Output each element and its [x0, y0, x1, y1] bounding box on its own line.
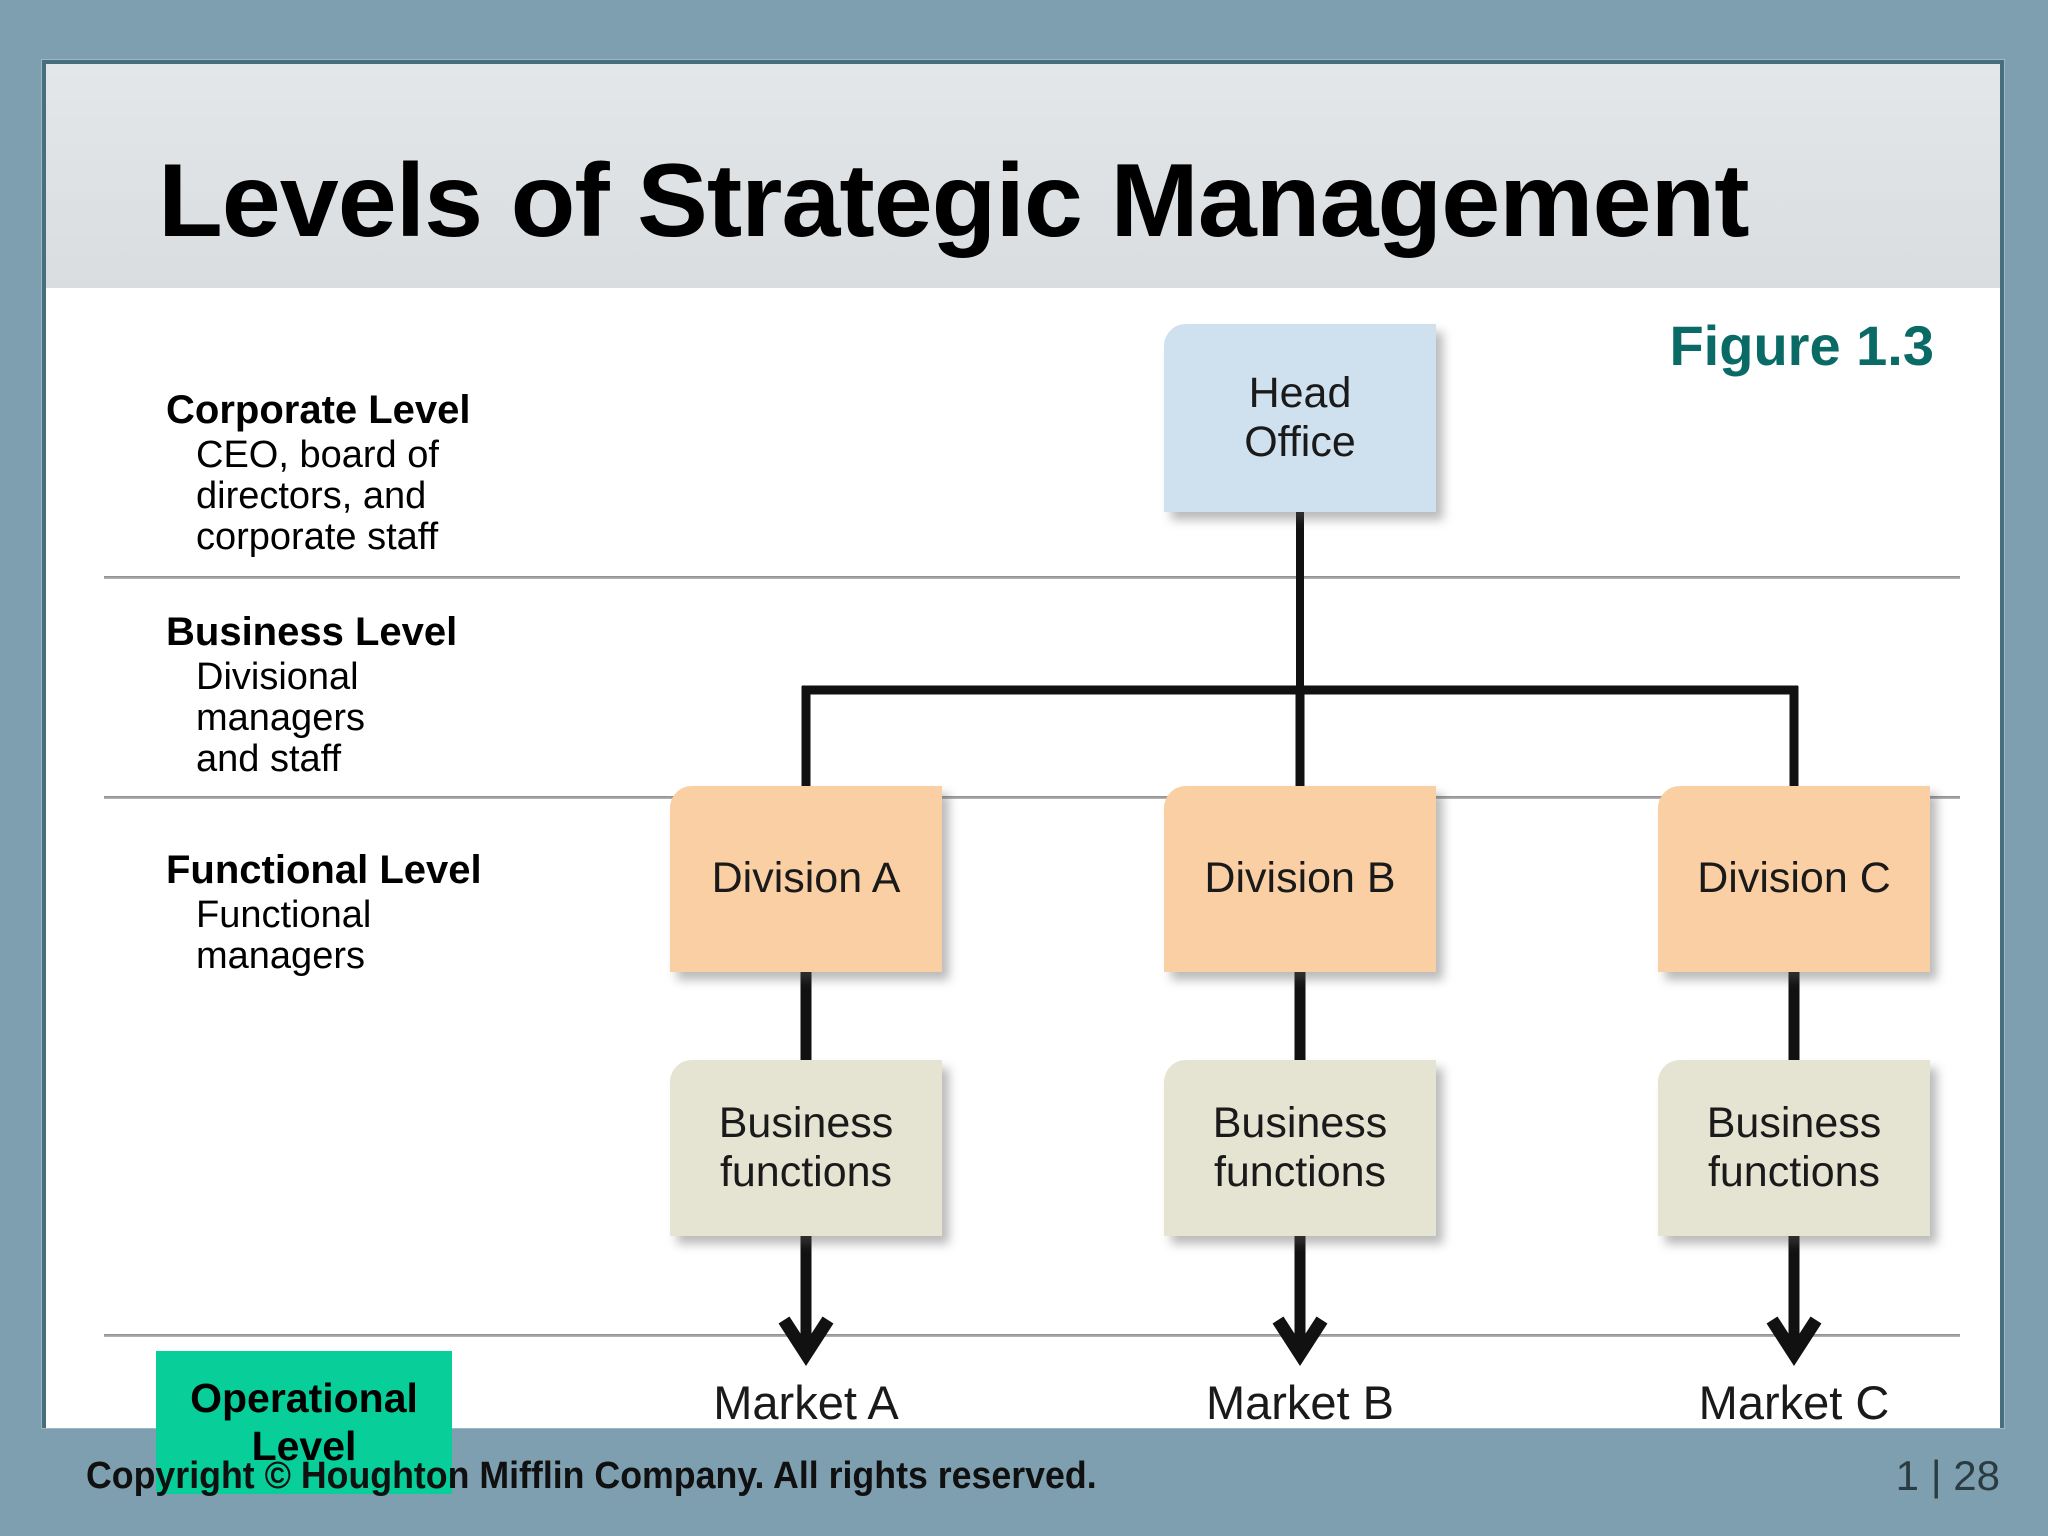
footer-copyright: Copyright © Houghton Mifflin Company. Al…	[86, 1455, 1097, 1497]
page-title: Levels of Strategic Management	[158, 143, 1750, 259]
function-line2: functions	[1707, 1148, 1881, 1196]
node-head-office: Head Office	[1164, 324, 1436, 512]
function-line2: functions	[1213, 1148, 1387, 1196]
level-desc-line: managers	[196, 934, 365, 977]
market-label-a: Market A	[713, 1376, 899, 1429]
market-label-b: Market B	[1205, 1376, 1395, 1429]
footer-page-number: 1 | 28	[1895, 1452, 2000, 1499]
node-functions-a: Business functions	[670, 1060, 942, 1236]
head-office-line1: Head	[1248, 368, 1352, 417]
node-functions-c: Business functions	[1658, 1060, 1930, 1236]
level-title-functional: Functional Level	[166, 848, 482, 892]
operational-level-box: Operational Level	[156, 1351, 452, 1494]
node-division-b: Division B	[1164, 786, 1436, 972]
market-label-c: Market C	[1698, 1376, 1890, 1429]
level-title-business: Business Level	[166, 610, 458, 654]
node-functions-b: Business functions	[1164, 1060, 1436, 1236]
level-desc-functional: Functional managers	[166, 893, 596, 977]
head-office-line2: Office	[1244, 418, 1356, 466]
level-desc-business: Divisional managers and staff	[166, 655, 596, 780]
function-line1: Business	[1706, 1098, 1882, 1147]
division-label: Division B	[1204, 854, 1396, 903]
level-block-functional: Functional Level Functional managers	[166, 848, 596, 977]
operational-label-line2: Level	[251, 1422, 357, 1469]
division-label: Division A	[711, 854, 901, 903]
slide-frame: Levels of Strategic Management Figure 1.…	[42, 60, 2004, 1494]
title-banner: Levels of Strategic Management	[46, 64, 2000, 288]
function-line1: Business	[1212, 1098, 1388, 1147]
node-division-a: Division A	[670, 786, 942, 972]
function-line1: Business	[718, 1098, 894, 1147]
level-desc-line: directors, and	[196, 474, 427, 517]
level-title-corporate: Corporate Level	[166, 388, 471, 432]
level-desc-line: managers	[196, 696, 365, 739]
figure-label: Figure 1.3	[1669, 314, 1934, 377]
level-desc-line: Divisional	[196, 655, 359, 698]
level-desc-line: CEO, board of	[196, 433, 439, 476]
diagram-canvas: Figure 1.3 Co	[46, 288, 2000, 1494]
level-desc-line: Functional	[196, 893, 372, 936]
division-label: Division C	[1697, 854, 1891, 903]
node-division-c: Division C	[1658, 786, 1930, 972]
function-line2: functions	[719, 1148, 893, 1196]
divider-functional-operational	[104, 1334, 1960, 1337]
level-desc-line: corporate staff	[196, 515, 439, 558]
level-block-corporate: Corporate Level CEO, board of directors,…	[166, 388, 596, 558]
divider-business-functional	[104, 796, 1960, 799]
divider-corporate-business	[104, 576, 1960, 579]
level-desc-line: and staff	[196, 737, 342, 780]
level-block-business: Business Level Divisional managers and s…	[166, 610, 596, 780]
operational-label-line1: Operational	[190, 1374, 418, 1421]
level-desc-corporate: CEO, board of directors, and corporate s…	[166, 433, 596, 558]
